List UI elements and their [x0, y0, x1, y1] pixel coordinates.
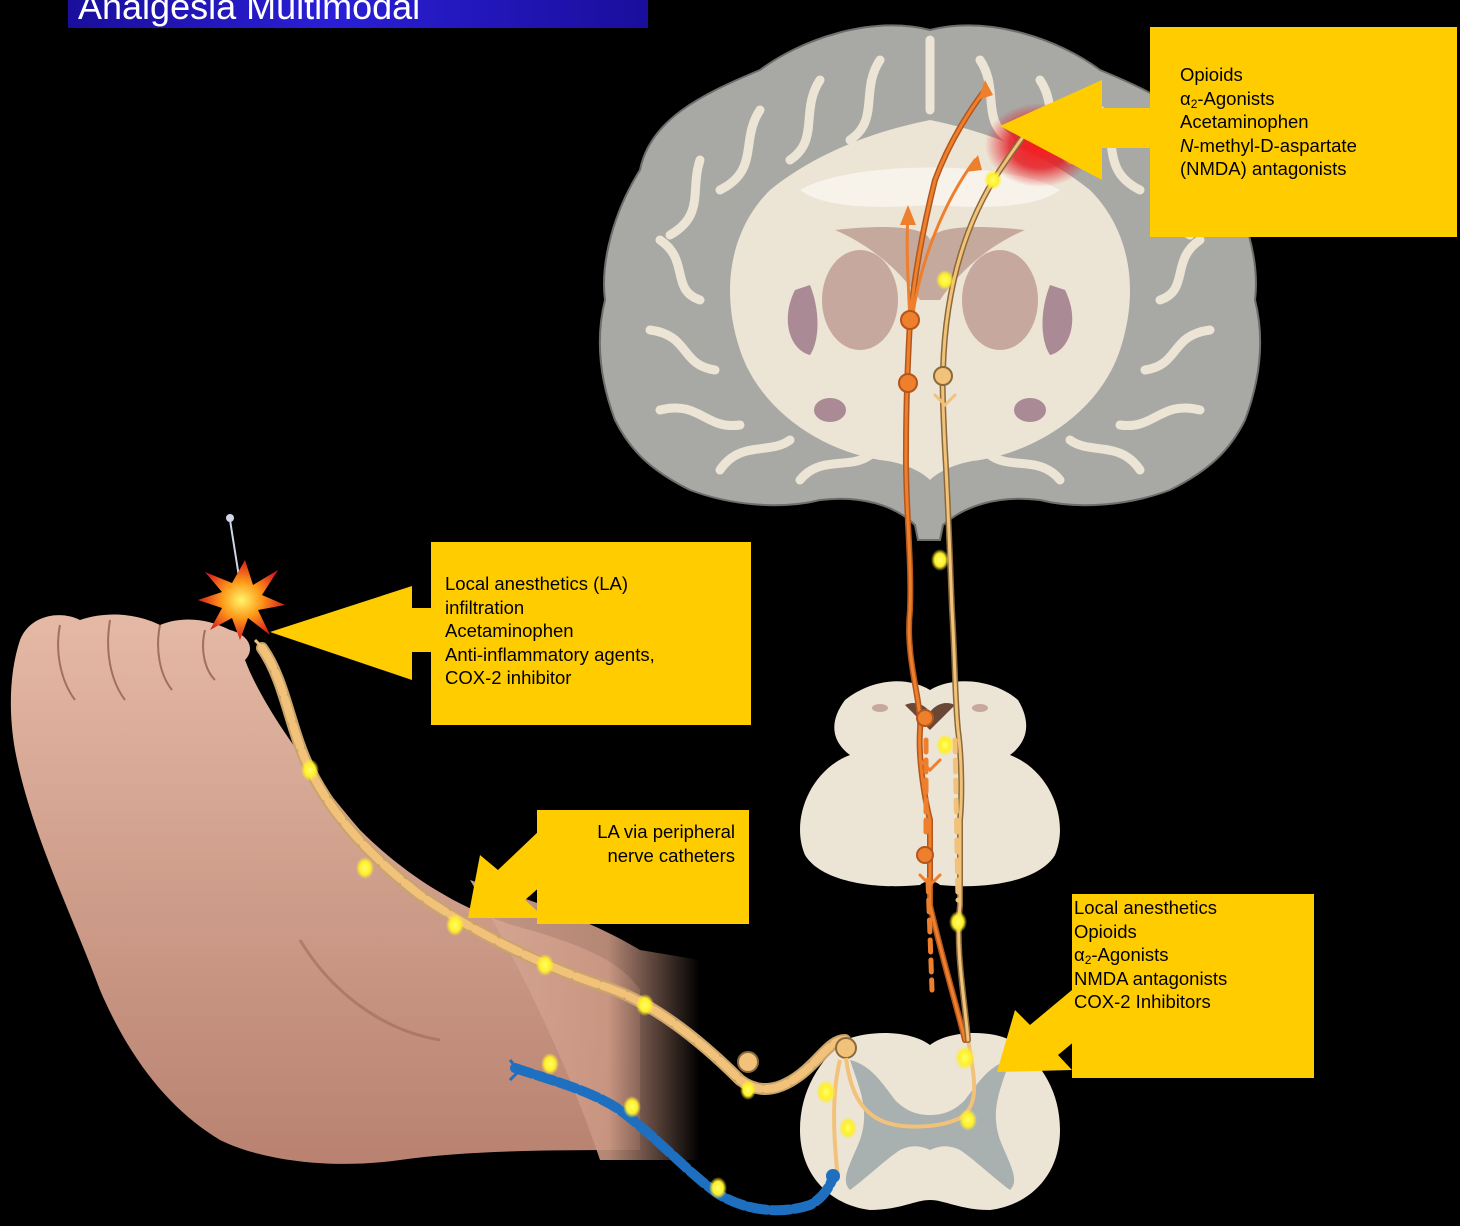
brain-label-line-4: N-methyl-D-aspartate [1180, 134, 1457, 158]
brain-label-line-2: α2-Agonists [1180, 87, 1457, 111]
drug-site-motor-1 [541, 1053, 559, 1075]
peripheral-label-line-5: COX-2 inhibitor [445, 666, 751, 690]
basal-ganglia-left [822, 250, 898, 350]
hippocampus-right [1014, 398, 1046, 422]
drug-site-thalamus [936, 270, 954, 290]
drug-site-spinal-tract [949, 911, 967, 933]
spinal-label-line-3: α2-Agonists [1074, 943, 1314, 967]
hippocampus-left [814, 398, 846, 422]
brain-label-line-3: Acetaminophen [1180, 110, 1457, 134]
drug-site-nerve-1 [301, 759, 319, 781]
peripheral-label-line-3: Acetaminophen [445, 619, 751, 643]
drug-site-brain-cortex [984, 170, 1002, 190]
peripheral-label-line-4: Anti-inflammatory agents, [445, 643, 751, 667]
dorsal-horn-neuron [836, 1038, 856, 1058]
injury-needle-head [226, 514, 234, 522]
peripheral-label-line-2: infiltration [445, 596, 751, 620]
drug-site-nerve-4 [536, 954, 554, 976]
brainstem-nucleus-left [872, 704, 888, 712]
basal-ganglia-right [962, 250, 1038, 350]
injury-burst [198, 514, 285, 640]
brainstem-nucleus-right [972, 704, 988, 712]
brainstem-relay-neuron-1 [899, 374, 917, 392]
spinal-label-line-5: COX-2 Inhibitors [1074, 990, 1314, 1014]
drug-site-nerve-3 [446, 914, 464, 936]
drug-site-nerve-2 [356, 857, 374, 879]
peripheral-drug-label: Local anesthetics (LA) infiltration Acet… [431, 542, 751, 725]
drug-site-cord-right [959, 1109, 977, 1131]
dorsal-root-ganglion [738, 1052, 758, 1072]
brainstem-relay-neuron-2 [917, 710, 933, 726]
drug-site-midbrain [931, 549, 949, 571]
spinal-drug-label: Local anesthetics Opioids α2-Agonists NM… [1072, 894, 1314, 1078]
catheter-label-line-2: nerve catheters [537, 844, 735, 868]
spinal-relay-neuron [917, 847, 933, 863]
modulation-neuron [934, 367, 952, 385]
spinal-label-line-1: Local anesthetics [1074, 896, 1314, 920]
catheter-label-line-1: LA via peripheral [537, 820, 735, 844]
drug-site-cord-center [839, 1117, 857, 1139]
drug-site-nerve-5 [636, 994, 654, 1016]
peripheral-pointer-arrow [270, 586, 433, 680]
brain-label-line-1: Opioids [1180, 63, 1457, 87]
peripheral-label-line-1: Local anesthetics (LA) [445, 572, 751, 596]
spinal-label-line-4: NMDA antagonists [1074, 967, 1314, 991]
nerve-catheter-label: LA via peripheral nerve catheters [537, 810, 749, 924]
thalamic-relay-neuron [901, 311, 919, 329]
drug-site-motor-2 [623, 1096, 641, 1118]
spinal-label-line-2: Opioids [1074, 920, 1314, 944]
drug-site-cord-left [816, 1080, 836, 1104]
brain-drug-label: Opioids α2-Agonists Acetaminophen N-meth… [1150, 27, 1457, 237]
drug-site-medulla [936, 734, 954, 756]
drug-site-motor-3 [709, 1177, 727, 1199]
brain-label-line-5: (NMDA) antagonists [1180, 157, 1457, 181]
drug-site-ganglion [740, 1080, 756, 1100]
drug-site-dorsal-horn [955, 1046, 975, 1070]
motor-neuron-body [826, 1169, 840, 1183]
